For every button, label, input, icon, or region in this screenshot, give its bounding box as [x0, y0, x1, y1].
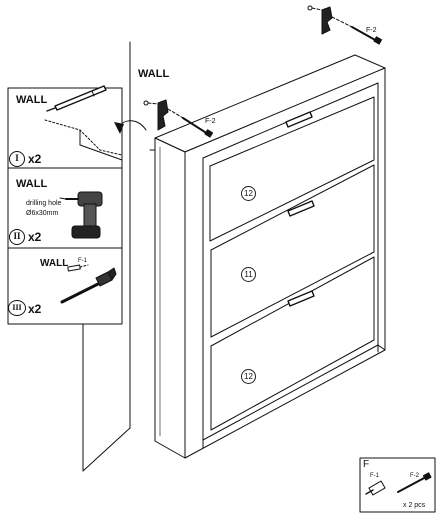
- drilling-hole-label: drilling hole: [26, 200, 62, 207]
- step1-numeral: I: [9, 151, 25, 167]
- drilling-size-label: Ø6x30mm: [26, 210, 59, 217]
- shoe-cabinet: [154, 54, 386, 459]
- step3-wall-label: WALL: [40, 258, 69, 269]
- screw-f2-top-label: F-2: [366, 27, 377, 34]
- step3-qty: x2: [28, 302, 42, 316]
- drill-illustration: [59, 191, 103, 239]
- anchor-f1-label: F-1: [78, 258, 87, 264]
- step2-qty: x2: [28, 230, 42, 244]
- drawer-callout-middle: 11: [241, 267, 256, 282]
- wall-bracket-left: [143, 99, 214, 138]
- drawer-callout-bottom: 12: [241, 369, 256, 384]
- step1-illustration: [44, 85, 123, 161]
- parts-title: F: [363, 459, 370, 470]
- step2-numeral: II: [9, 229, 25, 245]
- hammer-illustration: [60, 264, 117, 304]
- drawer-callout-top: 12: [241, 186, 256, 201]
- parts-f2-label: F-2: [410, 473, 419, 479]
- step2-wall-label: WALL: [16, 178, 48, 190]
- step3-numeral: III: [8, 300, 26, 316]
- wall-outline: [82, 41, 156, 472]
- pointer-arrow: [114, 120, 147, 134]
- step1-qty: x2: [28, 152, 42, 166]
- wall-bracket-right: [307, 5, 383, 45]
- parts-f1-label: F-1: [370, 473, 379, 479]
- wall-label-main: WALL: [138, 68, 170, 80]
- parts-box: [359, 457, 436, 513]
- step1-wall-label: WALL: [16, 94, 48, 106]
- screw-f2-left-label: F-2: [205, 118, 216, 125]
- parts-qty-label: x 2 pcs: [403, 502, 426, 509]
- drawer-handle: [285, 111, 315, 307]
